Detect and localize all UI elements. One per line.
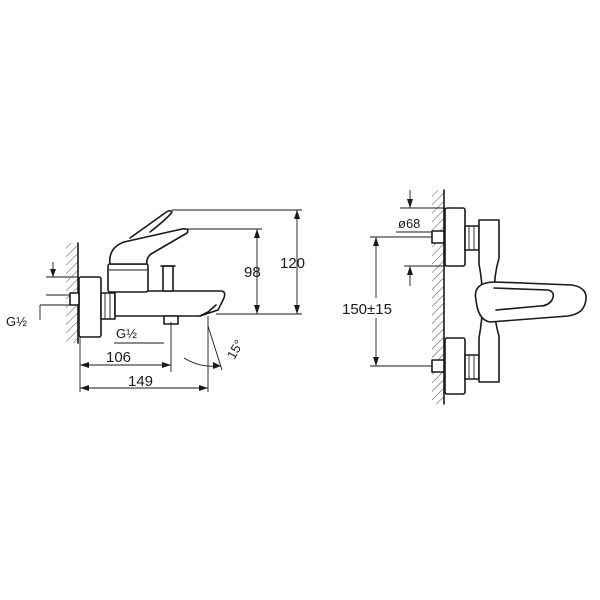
cartridge-housing [107,263,149,293]
lever-handle [108,228,189,265]
upper-flange [444,207,466,267]
wall-flange [78,276,102,338]
diverter-knob [162,265,174,292]
dim-120-label: 120 [280,255,305,272]
inlet-centers-label: 150±15 [342,301,392,318]
inlet-diameter-label: ø68 [398,216,420,231]
lower-flange [444,337,466,395]
dim-98-arrow-bottom [254,305,260,314]
inlet-connector [69,292,80,306]
outlet-thread-label: G½ [116,326,137,341]
dim-149-arrow-right [199,385,208,391]
dim-106-arrow-right [162,362,171,368]
inlet-dim-arrowhead-up [50,269,56,277]
lever-handle-side [474,281,587,323]
dim-98-label: 98 [244,264,261,281]
lower-nut [464,354,480,380]
lever-ridge [129,209,173,239]
dim-120-arrow-top [294,210,300,219]
dim-106-label: 106 [106,349,131,366]
inlet-thread-label: G½ [6,314,27,329]
angle-leg [207,325,223,371]
centers-arrow-top [373,237,379,246]
front-view: 98 120 G½ G½ 106 149 15° [6,209,305,392]
mixer-body [114,290,226,317]
centers-arrow-bottom [373,357,379,366]
dim-149-arrow-left [80,385,89,391]
side-view: ø68 150±15 [340,189,587,405]
centers-label-bg [340,298,410,318]
body-nut [100,292,116,320]
angle-arrow [213,362,221,369]
upper-nut [464,225,480,251]
dia-arrowhead [407,199,413,208]
dim-120-arrow-bottom [294,305,300,314]
spout-tip [199,304,217,317]
angle-label: 15° [224,337,247,362]
dim-149-label: 149 [128,373,153,390]
dim-98-arrow-top [254,229,260,238]
lower-inlet-stub [431,359,445,373]
dim-106-arrow-left [80,362,89,368]
dia-arrowhead-bottom [407,266,413,275]
upper-inlet-stub [431,230,445,244]
lever-handle-inner [493,287,555,311]
